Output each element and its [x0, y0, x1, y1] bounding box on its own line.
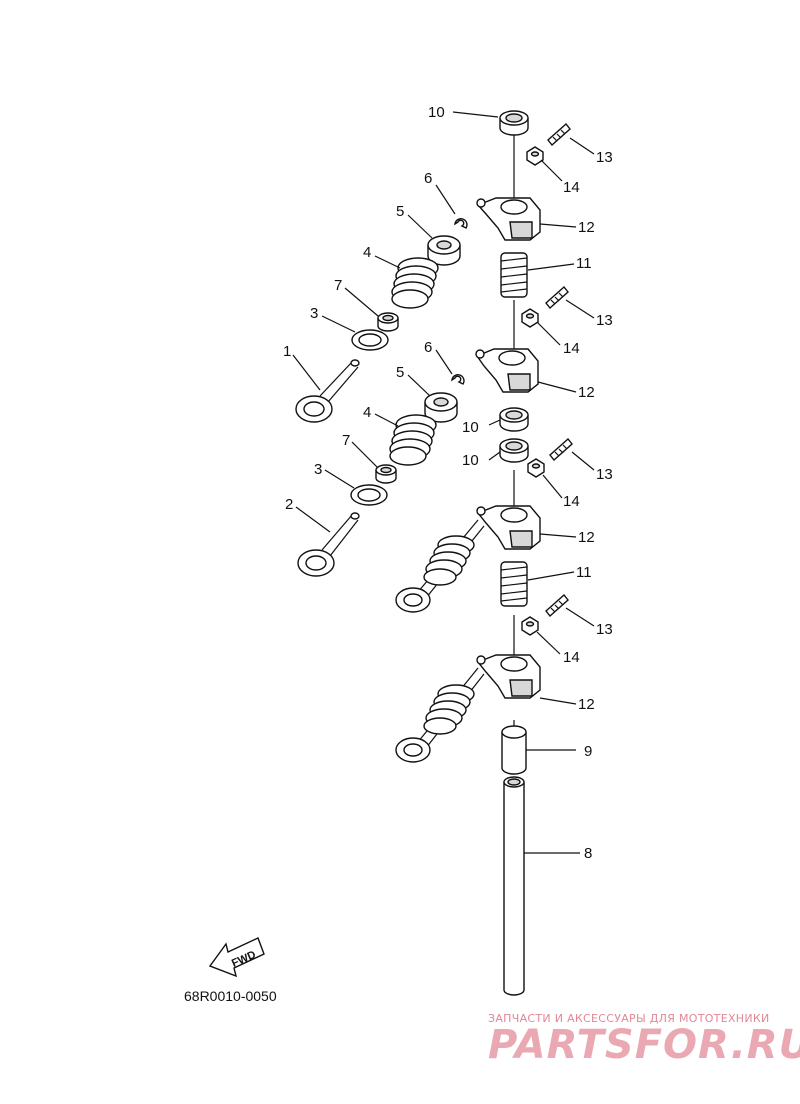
callout-14: 14 — [563, 493, 580, 510]
rocker-arm-part-12-b — [475, 348, 539, 393]
spring-part-11-b — [500, 561, 528, 607]
callout-14: 14 — [563, 179, 580, 196]
spring-part-11-a — [500, 252, 528, 298]
callout-7: 7 — [334, 277, 342, 294]
adjust-screw-part-13-c — [549, 437, 573, 462]
valve-spring-part-4-a — [391, 257, 439, 309]
nut-part-14-c — [527, 458, 545, 478]
collar-part-9 — [501, 725, 527, 775]
callout-10: 10 — [462, 452, 479, 469]
washer-part-10-top — [499, 110, 529, 136]
callout-6: 6 — [424, 170, 432, 187]
callout-3: 3 — [310, 305, 318, 322]
callout-14: 14 — [563, 340, 580, 357]
callout-12: 12 — [578, 696, 595, 713]
rocker-arm-part-12-a — [476, 197, 541, 241]
callout-5: 5 — [396, 364, 404, 381]
callout-10: 10 — [428, 104, 445, 121]
stem-seal-part-7-a — [377, 312, 399, 332]
callout-12: 12 — [578, 384, 595, 401]
callout-6: 6 — [424, 339, 432, 356]
callout-12: 12 — [578, 529, 595, 546]
callout-8: 8 — [584, 845, 592, 862]
callout-5: 5 — [396, 203, 404, 220]
valve-part-2 — [297, 512, 360, 577]
retainer-part-5-b — [424, 392, 458, 423]
fwd-arrow-icon: FWD — [208, 937, 265, 978]
spring-seat-part-3-a — [351, 329, 389, 351]
assembled-valve-set-a — [395, 519, 485, 613]
adjust-screw-part-13-a — [547, 122, 571, 147]
callout-12: 12 — [578, 219, 595, 236]
washer-part-10-mid-a — [499, 407, 529, 432]
pipe-part-8 — [503, 776, 525, 996]
callout-labels: 10 13 14 6 5 12 4 11 7 13 3 14 1 6 5 12 … — [283, 104, 613, 862]
callout-2: 2 — [285, 496, 293, 513]
callout-10: 10 — [462, 419, 479, 436]
callout-11: 11 — [576, 255, 592, 272]
stem-seal-part-7-b — [375, 464, 397, 484]
watermark-logo: ЗАПЧАСТИ И АКСЕССУАРЫ ДЛЯ МОТОТЕХНИКИ PA… — [488, 1012, 800, 1068]
rocker-arm-part-12-d — [476, 654, 541, 699]
callout-11: 11 — [576, 564, 592, 581]
assembled-valve-set-b — [395, 667, 485, 763]
watermark-subtitle: ЗАПЧАСТИ И АКСЕССУАРЫ ДЛЯ МОТОТЕХНИКИ — [488, 1012, 770, 1025]
valve-spring-part-4-b — [389, 414, 437, 466]
callout-13: 13 — [596, 621, 613, 638]
callout-1: 1 — [283, 343, 291, 360]
adjust-screw-part-13-d — [545, 593, 569, 618]
cotter-part-6-b — [451, 374, 465, 385]
leader-lines — [292, 111, 595, 854]
callout-9: 9 — [584, 743, 592, 760]
spring-seat-part-3-b — [350, 484, 388, 506]
callout-4: 4 — [363, 404, 371, 421]
nut-part-14-a — [526, 146, 544, 166]
washer-part-10-mid-b — [499, 438, 529, 463]
nut-part-14-d — [521, 616, 539, 636]
callout-3: 3 — [314, 461, 322, 478]
callout-13: 13 — [596, 466, 613, 483]
callout-13: 13 — [596, 312, 613, 329]
nut-part-14-b — [521, 308, 539, 328]
rocker-arm-part-12-c — [476, 505, 541, 550]
callout-4: 4 — [363, 244, 371, 261]
callout-13: 13 — [596, 149, 613, 166]
valve-part-1 — [295, 359, 360, 423]
retainer-part-5-a — [427, 235, 461, 266]
adjust-screw-part-13-b — [545, 285, 569, 310]
diagram-code: 68R0010-0050 — [184, 988, 277, 1004]
callout-7: 7 — [342, 432, 350, 449]
watermark-brand: PARTSFOR.RU — [488, 1022, 800, 1068]
cotter-part-6-a — [454, 218, 468, 229]
callout-14: 14 — [563, 649, 580, 666]
